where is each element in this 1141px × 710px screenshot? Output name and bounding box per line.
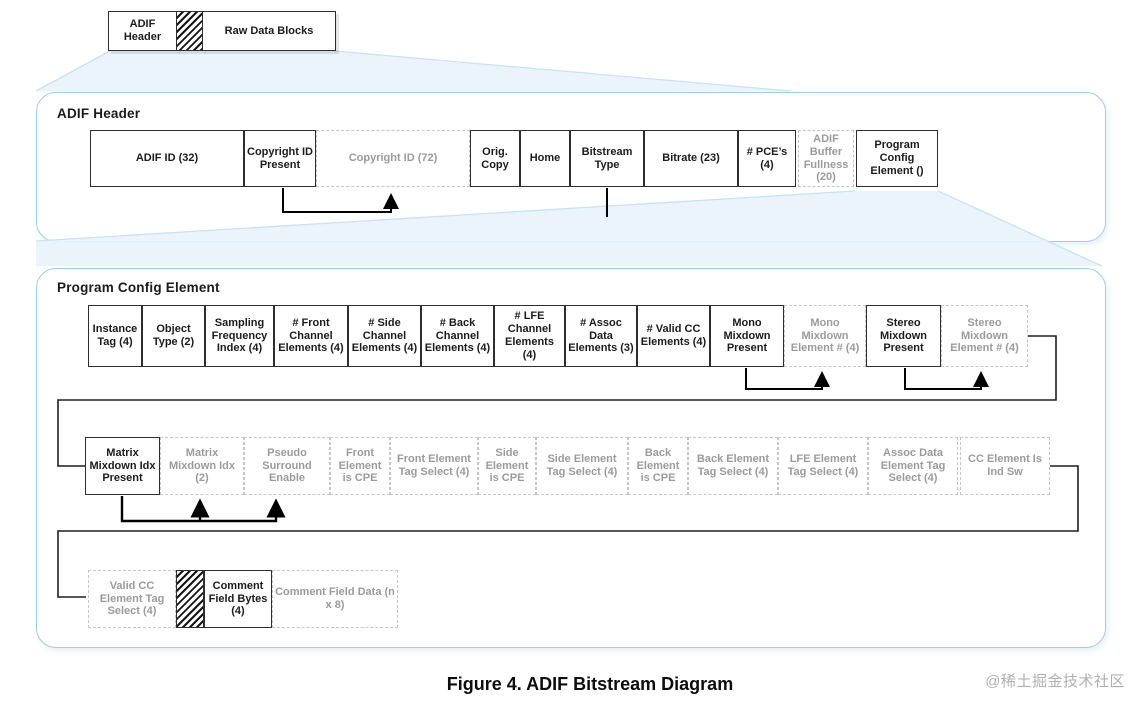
field-mono-mixdown-element-4: Mono Mixdown Element # (4) <box>784 305 866 367</box>
field-comment-field-data-n-x-8: Comment Field Data (n x 8) <box>272 570 398 628</box>
field-label: # PCE’s (4) <box>746 145 788 171</box>
field-label: Matrix Mixdown Idx Present <box>89 446 156 485</box>
field-label: CC Element Is Ind Sw <box>968 453 1042 478</box>
field-label: # Assoc Data Elements (3) <box>568 316 634 355</box>
figure-caption: Figure 4. ADIF Bitstream Diagram <box>446 674 734 694</box>
field-label: Stereo Mixdown Present <box>879 316 928 355</box>
field-side-element-tag-select-4: Side Element Tag Select (4) <box>536 437 628 495</box>
field-label: Home <box>529 152 561 165</box>
field-label: # Front Channel Elements (4) <box>278 316 344 355</box>
field-pce-s-4: # PCE’s (4) <box>738 130 796 187</box>
field-copyright-id-72: Copyright ID (72) <box>316 130 470 187</box>
field-valid-cc-element-tag-select-4: Valid CC Element Tag Select (4) <box>88 570 176 628</box>
field-valid-cc-elements-4: # Valid CC Elements (4) <box>637 305 710 367</box>
field-matrix-mixdown-idx-present: Matrix Mixdown Idx Present <box>85 437 160 495</box>
field-label: Bitstream Type <box>581 145 633 171</box>
field-label: ADIF Header <box>123 18 162 43</box>
field-program-config-element: Program Config Element () <box>856 130 938 187</box>
field-home: Home <box>520 130 570 187</box>
field-label: Bitrate (23) <box>662 152 720 165</box>
field-bitrate-23: Bitrate (23) <box>644 130 738 187</box>
field-adif-buffer-fullness-20: ADIF Buffer Fullness (20) <box>798 130 854 187</box>
field-label: Orig. Copy <box>481 145 509 171</box>
field-label: ADIF Buffer Fullness (20) <box>803 132 849 184</box>
field-label: Side Element Tag Select (4) <box>546 453 618 478</box>
field-front-element-is-cpe: Front Element is CPE <box>330 437 390 495</box>
field-orig-copy: Orig. Copy <box>470 130 520 187</box>
field-copyright-id-present: Copyright ID Present <box>244 130 316 187</box>
field-label: Object Type (2) <box>152 323 195 348</box>
field-label: Mono Mixdown Element # (4) <box>790 316 860 355</box>
watermark: @稀土掘金技术社区 <box>985 673 1125 690</box>
field-label: Back Element is CPE <box>636 446 680 485</box>
field-label: Copyright ID (72) <box>348 152 438 165</box>
field-label: Comment Field Data (n x 8) <box>275 586 395 611</box>
field-bitstream-type: Bitstream Type <box>570 130 644 187</box>
field-label: Sampling Frequency Index (4) <box>211 316 268 355</box>
field-back-element-tag-select-4: Back Element Tag Select (4) <box>688 437 778 495</box>
field-label: Pseudo Surround Enable <box>262 446 312 485</box>
field-side-channel-elements-4: # Side Channel Elements (4) <box>348 305 421 367</box>
field-label: Stereo Mixdown Element # (4) <box>950 316 1019 355</box>
field-label: ADIF ID (32) <box>135 152 199 165</box>
field-label: # LFE Channel Elements (4) <box>505 310 554 361</box>
field-label: Mono Mixdown Present <box>723 316 771 355</box>
field-label: # Valid CC Elements (4) <box>640 323 707 348</box>
field-raw-data-blocks: Raw Data Blocks <box>202 11 336 51</box>
field-assoc-data-elements-3: # Assoc Data Elements (3) <box>565 305 637 367</box>
field-label: Side Element is CPE <box>485 446 529 485</box>
field-label: Copyright ID Present <box>247 145 313 171</box>
field-label: # Back Channel Elements (4) <box>424 316 491 355</box>
field-label: Back Element Tag Select (4) <box>696 453 770 478</box>
field-label: Assoc Data Element Tag Select (4) <box>880 446 946 485</box>
field-assoc-data-element-tag-select-4: Assoc Data Element Tag Select (4) <box>868 437 958 495</box>
field-label: Valid CC Element Tag Select (4) <box>99 579 165 618</box>
field-adif-id-32: ADIF ID (32) <box>90 130 244 187</box>
field-side-element-is-cpe: Side Element is CPE <box>478 437 536 495</box>
adif-header-title: ADIF Header <box>57 106 141 121</box>
field-label: Raw Data Blocks <box>224 24 314 37</box>
field-matrix-mixdown-idx-2: Matrix Mixdown Idx (2) <box>160 437 244 495</box>
field-adif-header: ADIF Header <box>108 11 177 51</box>
field-label: # Side Channel Elements (4) <box>351 316 418 355</box>
hatch-block <box>176 11 203 51</box>
field-pseudo-surround-enable: Pseudo Surround Enable <box>244 437 330 495</box>
field-stereo-mixdown-element-4: Stereo Mixdown Element # (4) <box>941 305 1028 367</box>
field-sampling-frequency-index-4: Sampling Frequency Index (4) <box>205 305 274 367</box>
field-front-element-tag-select-4: Front Element Tag Select (4) <box>390 437 478 495</box>
field-back-channel-elements-4: # Back Channel Elements (4) <box>421 305 494 367</box>
field-comment-field-bytes-4: Comment Field Bytes (4) <box>204 570 272 628</box>
field-label: Front Element Tag Select (4) <box>397 453 471 478</box>
field-back-element-is-cpe: Back Element is CPE <box>628 437 688 495</box>
field-label: Program Config Element () <box>870 139 924 177</box>
field-object-type-2: Object Type (2) <box>142 305 205 367</box>
field-instance-tag-4: Instance Tag (4) <box>88 305 142 367</box>
hatch-block <box>176 570 204 628</box>
field-label: Instance Tag (4) <box>92 323 138 348</box>
field-label: Front Element is CPE <box>338 446 382 485</box>
field-front-channel-elements-4: # Front Channel Elements (4) <box>274 305 348 367</box>
program-config-element-title: Program Config Element <box>57 280 220 295</box>
field-lfe-channel-elements-4: # LFE Channel Elements (4) <box>494 305 565 367</box>
field-mono-mixdown-present: Mono Mixdown Present <box>710 305 784 367</box>
field-label: LFE Element Tag Select (4) <box>787 453 859 478</box>
field-lfe-element-tag-select-4: LFE Element Tag Select (4) <box>778 437 868 495</box>
field-stereo-mixdown-present: Stereo Mixdown Present <box>866 305 941 367</box>
field-cc-element-is-ind-sw: CC Element Is Ind Sw <box>960 437 1050 495</box>
field-label: Matrix Mixdown Idx (2) <box>169 446 235 485</box>
field-label: Comment Field Bytes (4) <box>208 579 268 618</box>
